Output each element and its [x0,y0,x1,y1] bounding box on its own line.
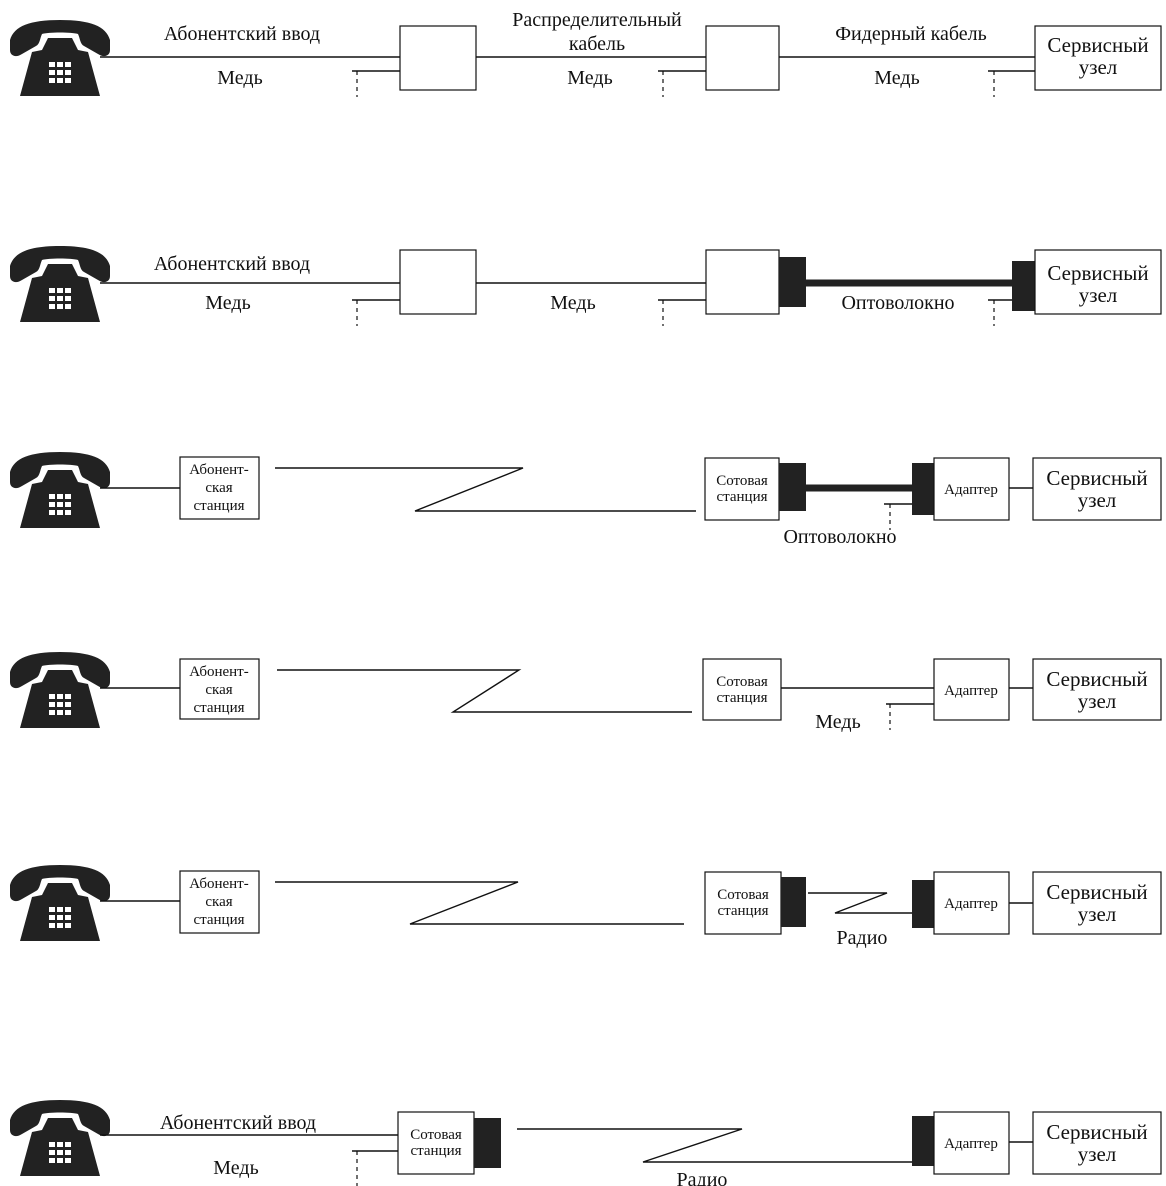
fiber-connector-right [912,463,934,515]
label-subscriber-station: Абонент- [189,876,248,892]
label-copper: Медь [217,67,262,89]
telephone-icon [10,865,110,941]
label-adapter: Адаптер [944,683,998,699]
service-node [1034,25,1162,91]
label-service-node-2: узел [1078,689,1117,713]
label-copper: Медь [213,1157,258,1179]
antenna-block-right [912,880,934,928]
row-4: Абонент- ская станция Сотовая станция Ме… [10,652,1162,733]
label-subscriber-station-3: станция [193,498,244,514]
label-copper: Медь [567,67,612,89]
adapter [933,871,1010,935]
service-node [1034,249,1162,315]
label-service-node: Сервисный [1046,1120,1147,1144]
label-distribution-cable-2: кабель [569,33,625,55]
row-3: Абонент- ская станция Сотовая станция Оп… [10,452,1162,548]
service-node [1032,658,1162,721]
label-service-node-2: узел [1079,55,1118,79]
telephone-icon [10,20,110,96]
fiber-connector-right [1012,261,1035,311]
row-5: Абонент- ская станция Сотовая станция Ра… [10,865,1162,949]
service-node [1032,1111,1162,1175]
label-subscriber-input: Абонентский ввод [154,253,310,275]
fiber-connector-left [779,257,806,307]
label-copper: Медь [815,711,860,733]
label-subscriber-station-2: ская [205,682,232,698]
radio-link-zigzag [277,669,692,713]
label-service-node-2: узел [1078,902,1117,926]
label-adapter: Адаптер [944,482,998,498]
cell-station [397,1111,475,1175]
fiber-connector-left [779,463,806,511]
label-cell-station: Сотовая [717,887,769,903]
label-radio: Радио [837,927,888,949]
radio-link-short [808,892,912,914]
radio-link-zigzag [517,1128,912,1163]
label-adapter: Адаптер [944,896,998,912]
label-subscriber-input: Абонентский ввод [160,1112,316,1134]
row-1: Абонентский ввод Медь Распределительный … [10,9,1162,97]
distribution-box-2 [705,25,780,91]
antenna-block-left [474,1118,501,1168]
cell-station [702,658,782,721]
label-service-node-2: узел [1079,283,1118,307]
label-subscriber-station-2: ская [205,480,232,496]
label-subscriber-station-3: станция [193,700,244,716]
antenna-block-right [912,1116,934,1166]
label-distribution-cable: Распределительный [512,9,682,31]
label-service-node: Сервисный [1047,33,1148,57]
service-node [1032,871,1162,935]
label-radio: Радио [677,1169,728,1186]
label-subscriber-station-3: станция [193,912,244,928]
adapter [933,457,1010,521]
service-node [1032,457,1162,521]
label-service-node: Сервисный [1046,880,1147,904]
label-subscriber-station: Абонент- [189,462,248,478]
cell-station [704,457,780,521]
label-cell-station-2: станция [716,489,767,505]
label-cell-station-2: станция [410,1143,461,1159]
telephone-icon [10,452,110,528]
label-feeder-cable: Фидерный кабель [835,23,987,45]
radio-link-zigzag [275,467,696,512]
subscriber-station [179,456,260,520]
label-subscriber-station: Абонент- [189,664,248,680]
label-service-node-2: узел [1078,1142,1117,1166]
label-subscriber-station-2: ская [205,894,232,910]
label-cell-station: Сотовая [716,473,768,489]
label-service-node: Сервисный [1046,667,1147,691]
label-copper: Медь [550,292,595,314]
label-adapter: Адаптер [944,1136,998,1152]
distribution-box-2 [705,249,780,315]
label-copper: Медь [874,67,919,89]
row-2: Абонентский ввод Медь Медь Оптоволокно С… [10,246,1162,326]
subscriber-station [179,870,260,934]
label-cell-station-2: станция [716,690,767,706]
telephone-icon [10,1100,110,1176]
label-cell-station-2: станция [717,903,768,919]
label-fiber: Оптоволокно [841,292,954,314]
label-subscriber-input: Абонентский ввод [164,23,320,45]
label-cell-station: Сотовая [716,674,768,690]
radio-link-zigzag [275,881,684,925]
distribution-box-1 [399,25,477,91]
adapter [933,1111,1010,1175]
distribution-box-1 [399,249,477,315]
label-fiber: Оптоволокно [783,526,896,548]
antenna-block-left [781,877,806,927]
label-service-node: Сервисный [1046,466,1147,490]
telephone-icon [10,652,110,728]
subscriber-station [179,658,260,720]
label-service-node-2: узел [1078,488,1117,512]
label-copper: Медь [205,292,250,314]
row-6: Абонентский ввод Медь Сотовая станция Ра… [10,1100,1162,1186]
adapter [933,658,1010,721]
label-cell-station: Сотовая [410,1127,462,1143]
label-service-node: Сервисный [1047,261,1148,285]
telephone-icon [10,246,110,322]
